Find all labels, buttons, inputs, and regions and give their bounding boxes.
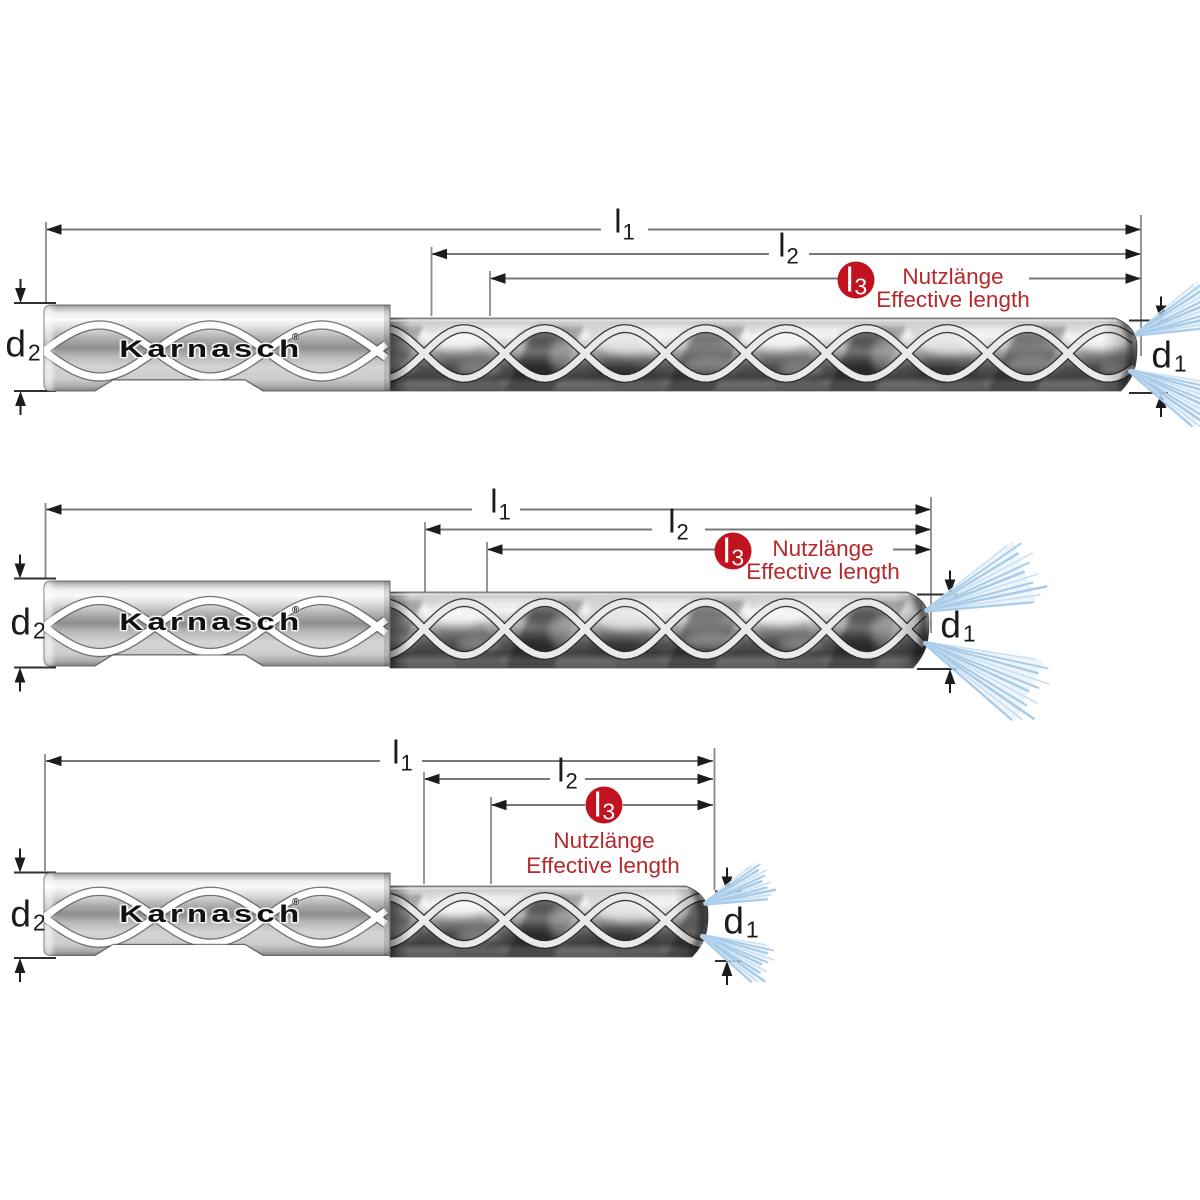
label-d2-drill1: d2 <box>5 323 41 366</box>
label-l1-drill3: l1 <box>392 733 413 776</box>
label-l2-drill3: l2 <box>557 751 578 794</box>
note-effective-length-drill1: Effective length <box>876 286 1030 312</box>
coolant-spray-2 <box>921 541 1050 723</box>
brand-logo-drill2: Karnasch® <box>119 605 304 636</box>
coolant-spray-3 <box>698 862 777 984</box>
label-d1-drill3: d1 <box>723 900 759 943</box>
label-d1-drill1: d1 <box>1151 334 1187 377</box>
drill-group-3 <box>14 748 777 985</box>
note-effective-length-drill3: Effective length <box>526 852 680 878</box>
drill-body-2 <box>43 580 930 669</box>
note-nutzlaenge-drill1: Nutzlänge <box>902 263 1004 289</box>
label-d2-drill2: d2 <box>10 601 46 644</box>
note-effective-length-drill2: Effective length <box>746 558 900 584</box>
drill-body-3 <box>43 872 709 958</box>
note-nutzlaenge-drill2: Nutzlänge <box>772 535 874 561</box>
brand-logo-drill3: Karnasch® <box>119 897 304 928</box>
brand-logo-drill1: Karnasch® <box>119 332 304 363</box>
label-l1-drill1: l1 <box>614 202 635 245</box>
label-l2-drill2: l2 <box>668 502 689 545</box>
coolant-spray-1 <box>1126 281 1200 429</box>
label-l2-drill1: l2 <box>778 226 799 269</box>
note-nutzlaenge-drill3: Nutzlänge <box>553 827 655 853</box>
label-d2-drill3: d2 <box>10 893 46 936</box>
drill-group-1 <box>14 215 1200 429</box>
label-l1-drill2: l1 <box>490 482 511 525</box>
label-d1-drill2: d1 <box>940 604 976 647</box>
drill-group-2 <box>14 497 1050 723</box>
